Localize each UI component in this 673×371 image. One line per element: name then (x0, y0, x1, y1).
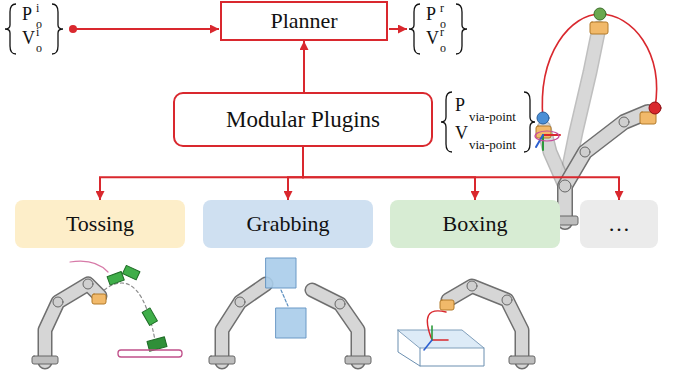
moving-object (266, 258, 296, 288)
trajectory-arc (542, 14, 656, 120)
planner-box: Planner (220, 1, 388, 41)
thrown-box (107, 272, 124, 286)
robot-base (32, 356, 58, 364)
subscript: via-point (469, 110, 516, 123)
moving-object (276, 308, 306, 338)
grabbing-figure (209, 258, 371, 364)
joint (502, 295, 512, 305)
tossing-figure (32, 261, 182, 364)
math-symbol: V (426, 29, 439, 47)
node-label: Boxing (443, 212, 508, 236)
robot-base (209, 356, 235, 364)
frame-axis (424, 340, 432, 350)
left-brace (441, 92, 452, 152)
math-symbol: P (22, 5, 32, 23)
input-arrow (73, 28, 219, 30)
frame-axis (543, 134, 560, 136)
arm-body (448, 286, 522, 362)
flow-arrow (288, 147, 303, 200)
robot-arm-figure (535, 8, 661, 225)
arm-body (312, 290, 358, 362)
robot-base (509, 356, 535, 364)
right-brace (524, 92, 535, 152)
superscript: i (36, 26, 39, 38)
subscript: via-point (469, 138, 516, 151)
right-brace (456, 4, 467, 54)
math-symbol: V (455, 124, 468, 142)
flow-arrow (303, 147, 475, 200)
arm-outline (448, 286, 522, 362)
superscript: r (440, 2, 444, 14)
joint (467, 281, 477, 291)
joint (619, 117, 629, 127)
node-label: … (608, 212, 630, 236)
joint (235, 297, 245, 307)
frame-axis (431, 326, 433, 340)
plugin-tab: Grabbing (203, 200, 373, 248)
arm-outline (312, 290, 358, 362)
gripped-object (590, 22, 608, 34)
right-brace (52, 4, 63, 54)
joint (83, 279, 93, 289)
joint (335, 299, 345, 309)
flow-arrow (303, 41, 305, 92)
container-box (398, 330, 484, 348)
thrown-box (123, 265, 140, 279)
node-label: Planner (270, 9, 337, 33)
via-point-dot (537, 112, 549, 124)
node-label: Modular Plugins (226, 107, 380, 132)
subscript: o (440, 42, 446, 54)
superscript: i (36, 2, 39, 14)
start-dot (649, 102, 661, 114)
gripped-object (92, 294, 106, 304)
math-symbol: V (22, 29, 35, 47)
robot-base (345, 356, 371, 364)
math-symbol: P (426, 5, 436, 23)
node-label: Tossing (66, 212, 134, 236)
joint (580, 147, 590, 157)
target-tray (118, 350, 182, 357)
subscript: o (36, 42, 42, 54)
output-arrow (389, 28, 407, 30)
plugin-tab: … (580, 200, 658, 248)
node-label: Grabbing (246, 212, 329, 236)
rotation-ring (535, 131, 559, 141)
container-box (398, 330, 484, 366)
boxing-figure (398, 281, 535, 366)
joint (559, 180, 571, 192)
landed-box (147, 337, 167, 351)
swing-arc (70, 261, 108, 272)
plugin-tab: Tossing (15, 200, 185, 248)
math-symbol: P (455, 96, 465, 114)
container-edge (420, 348, 421, 366)
flow-arrow (303, 147, 619, 200)
place-trajectory (427, 311, 446, 340)
joint (53, 297, 63, 307)
plugin-tab: Boxing (390, 200, 560, 248)
goal-dot (594, 8, 606, 20)
grab-motion (281, 290, 288, 306)
left-brace (409, 4, 420, 54)
frame-axis (432, 339, 448, 341)
superscript: r (440, 26, 444, 38)
left-brace (5, 4, 16, 54)
gripped-object (440, 300, 454, 310)
arm-outline (222, 284, 266, 362)
arm-body (222, 284, 266, 362)
plugin-box: Modular Plugins (173, 92, 433, 147)
flow-arrow (100, 147, 303, 200)
thrown-box (142, 308, 157, 325)
